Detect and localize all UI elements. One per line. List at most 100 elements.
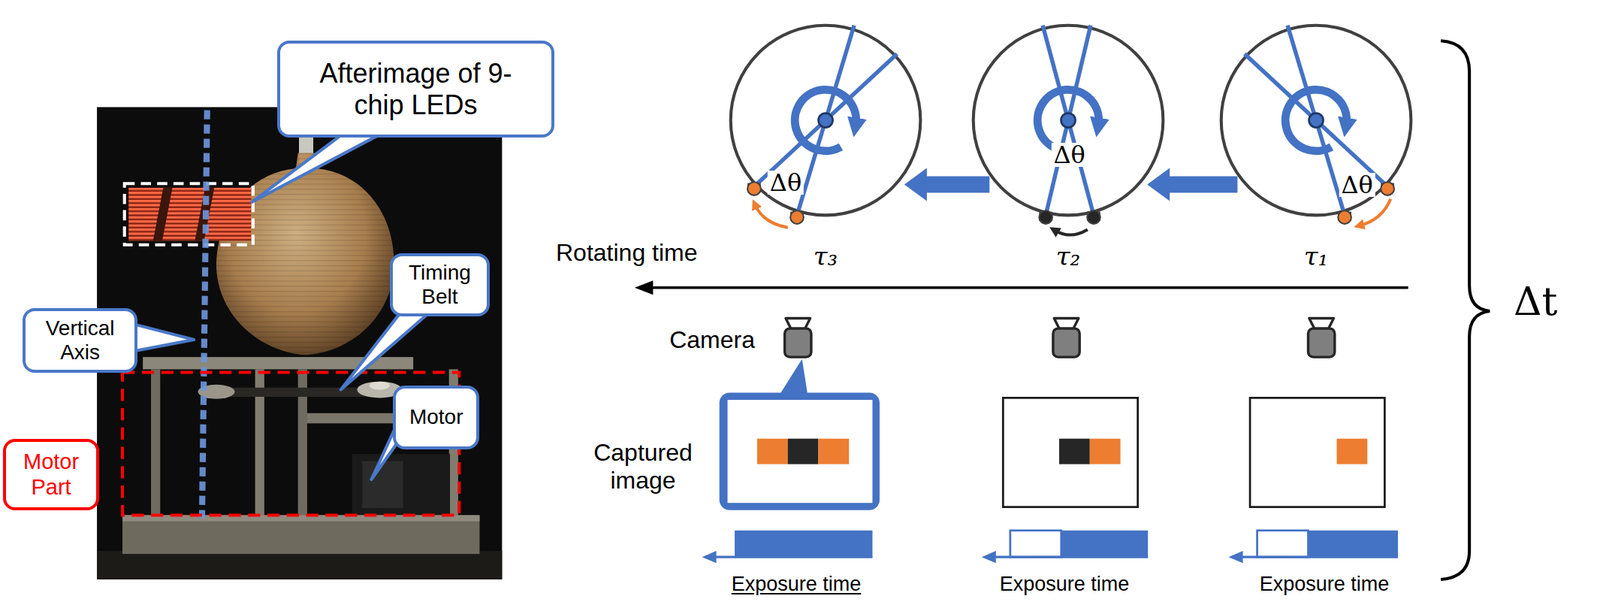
captured-frame [719,392,880,511]
rotation-diagram [730,25,921,216]
time-axis [634,280,1409,295]
flow-arrow [1147,168,1238,202]
axis-label: Rotating time [555,238,698,267]
rotation-diagram [1042,25,1094,216]
callout-box: Vertical Axis [22,307,138,373]
callout-tail [134,134,429,480]
rotation-diagram [1381,181,1395,196]
rotation-diagram [1061,113,1076,128]
row-label: Captured image [579,438,707,495]
time-axis [634,280,653,295]
time-step: τ₂ [1056,241,1081,272]
rotation-circle: Δθ [1219,23,1413,218]
led-afterimage [128,187,251,242]
callout-text: Vertical Axis [35,316,126,365]
rotation-diagram [796,25,855,216]
captured-frame [777,359,809,399]
rotation-diagram [1037,90,1099,152]
region-label: Motor Part [3,438,100,511]
frame [369,381,390,390]
frame [122,356,480,554]
exposure-bar [1238,555,1398,558]
captured-frame [1089,438,1121,465]
exposure-bar [1061,530,1148,557]
bar-label: Exposure time [999,572,1130,596]
exposure-bar [1010,530,1062,557]
captured-frame [1249,397,1385,507]
flow-arrow [904,168,990,202]
captured-frame [757,438,788,465]
frame [150,368,160,517]
callout-box: Timing Belt [389,253,490,317]
dashed-highlight [124,183,254,245]
callout-text: Motor Part [13,449,89,500]
bar-label: Exposure time [1259,572,1390,596]
rotation-diagram [1338,210,1353,224]
rotation-diagram [1039,210,1054,224]
rotation-diagram [790,210,804,224]
captured-frame [719,359,1386,511]
rotation-diagram [1045,25,1091,216]
captured-frame [1337,438,1368,465]
angle-label: Δθ [1338,172,1375,197]
exposure-bar [702,550,717,563]
device-photo [96,107,502,580]
row-label: Camera [669,326,755,354]
rotation-diagram [1219,23,1413,218]
rotation-circle: Δθ [728,23,923,218]
rotation-diagram [754,205,788,228]
rotation-diagram [1086,210,1101,224]
camera-icon [784,328,812,357]
rotation-circle: Δθ [971,23,1166,218]
rotation-diagram [754,54,897,188]
camera-icon [1307,328,1335,357]
rotation-diagram [747,181,761,196]
captured-frame [727,399,873,503]
camera-icon [784,318,1335,358]
rotation-diagram [728,23,923,218]
rotation-diagram [1360,199,1392,226]
rotation-diagram [1055,229,1088,236]
frame [122,514,480,554]
exposure-bar [1307,530,1398,557]
callout-box: Afterimage of 9-chip LEDs [277,40,554,138]
rotation-diagram [794,90,857,152]
led-afterimage [128,187,251,242]
callout-text: Motor [409,404,464,429]
captured-frame [818,438,849,465]
rotation-diagram [973,25,1164,216]
angle-label: Δθ [1050,142,1087,167]
callout-text: Afterimage of 9-chip LEDs [303,57,529,121]
brace [1440,40,1490,580]
led-afterimage [153,187,173,242]
exposure-bar [981,550,997,563]
time-axis [646,286,1408,289]
rotation-diagram [1221,25,1412,216]
device-photo [96,550,502,580]
camera-icon [785,318,811,330]
exposure-bar [1257,530,1309,557]
rotation-diagram [1244,54,1388,188]
camera-icon [1309,318,1335,330]
callout-text: Timing Belt [400,260,480,309]
angle-label: Δθ [767,170,804,195]
captured-frame [787,438,819,465]
device-photo [96,107,502,580]
exposure-bar [712,555,873,558]
rotation-diagram [818,113,833,128]
time-step: τ₁ [1304,241,1329,272]
frame [352,453,450,515]
camera-icon [1053,318,1079,330]
interval-label: Δt [1513,279,1558,325]
callout-tail [134,324,194,351]
callout-box: Motor [392,385,480,449]
vertical-axis [202,110,208,519]
rotation-diagram [1309,113,1324,128]
rotation-diagram [971,23,1166,218]
bar-label: Exposure time [731,572,862,596]
time-step: τ₃ [813,241,838,272]
captured-frame [1059,438,1090,465]
exposure-bar [734,530,873,557]
exposure-bar [1228,550,1244,563]
